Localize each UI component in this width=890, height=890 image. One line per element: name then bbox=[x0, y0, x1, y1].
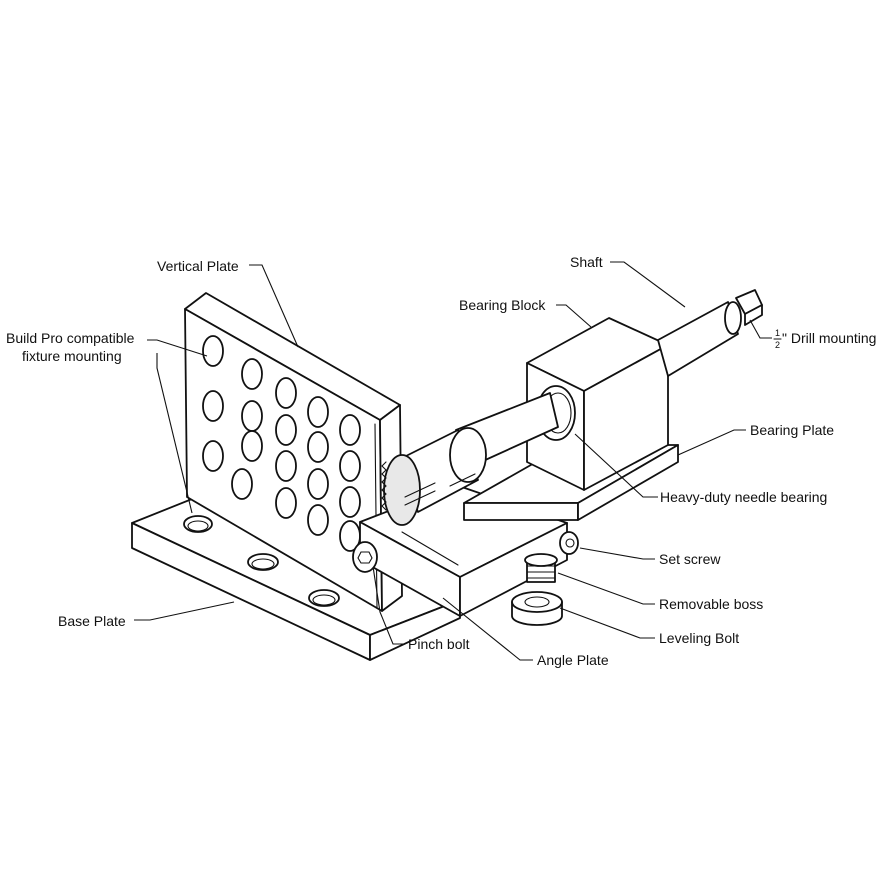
leader-lines bbox=[134, 261, 772, 661]
vertical-plate-label: Vertical Plate bbox=[157, 258, 239, 274]
leveling-bolt bbox=[511, 591, 563, 626]
needle-bearing-label: Heavy-duty needle bearing bbox=[660, 489, 827, 505]
drill-fraction-denominator: 2 bbox=[775, 340, 780, 350]
pinch-bolt bbox=[352, 541, 378, 573]
set-screw bbox=[559, 531, 579, 555]
bearing-plate-label: Bearing Plate bbox=[750, 422, 834, 438]
build-pro-label-line2: fixture mounting bbox=[22, 348, 122, 364]
base-plate-label: Base Plate bbox=[58, 613, 126, 629]
build-pro-label-line1: Build Pro compatible bbox=[6, 330, 135, 346]
leveling-bolt-label: Leveling Bolt bbox=[659, 630, 739, 646]
drill-mounting-label: " Drill mounting bbox=[782, 330, 876, 346]
angle-plate-label: Angle Plate bbox=[537, 652, 609, 668]
pinch-bolt-label: Pinch bolt bbox=[408, 636, 470, 652]
removable-boss-label: Removable boss bbox=[659, 596, 763, 612]
bearing-block-label: Bearing Block bbox=[459, 297, 546, 313]
fixture-mounting-holes bbox=[202, 335, 361, 552]
set-screw-label: Set screw bbox=[659, 551, 721, 567]
callout-labels: Vertical Plate Build Pro compatible fixt… bbox=[6, 254, 876, 668]
hole-saw bbox=[381, 427, 487, 526]
drill-fraction-numerator: 1 bbox=[775, 328, 780, 338]
base-plate-holes bbox=[183, 515, 340, 607]
shaft-label: Shaft bbox=[570, 254, 603, 270]
removable-boss bbox=[524, 553, 558, 583]
